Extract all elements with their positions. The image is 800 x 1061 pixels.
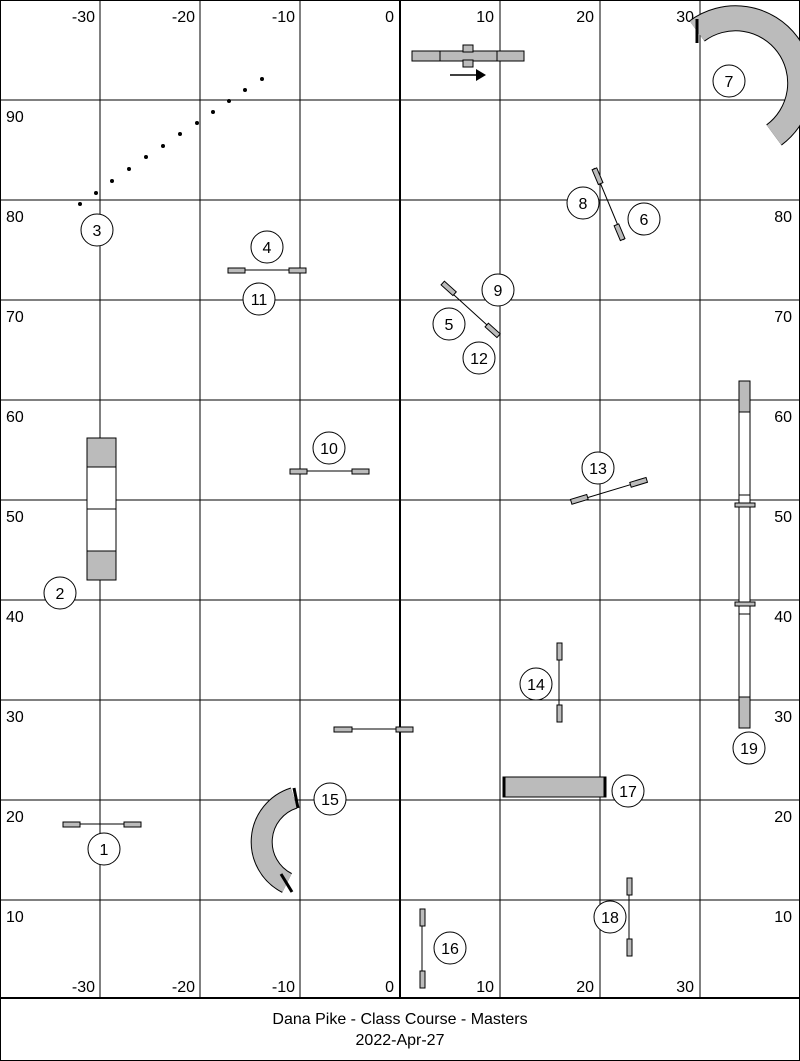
svg-text:13: 13 [589, 461, 607, 478]
y-label: 50 [6, 509, 24, 526]
y-label: 30 [6, 709, 24, 726]
x-label: 30 [676, 9, 694, 26]
number-marker: 11 [242, 282, 276, 316]
svg-text:18: 18 [601, 910, 619, 927]
svg-text:11: 11 [251, 292, 268, 309]
jump-16 [419, 908, 426, 989]
number-marker: 5 [432, 307, 466, 341]
course-footer: Dana Pike - Class Course - Masters 2022-… [0, 998, 800, 1061]
number-marker: 15 [313, 782, 347, 816]
y-label: 70 [774, 309, 792, 326]
svg-text:1: 1 [100, 842, 109, 859]
jump-center [333, 726, 414, 733]
svg-text:17: 17 [619, 784, 637, 801]
y-label: 10 [6, 909, 24, 926]
number-marker: 13 [581, 451, 615, 485]
jump-14 [556, 642, 563, 723]
svg-text:12: 12 [470, 351, 488, 368]
svg-text:4: 4 [263, 240, 272, 257]
svg-text:2: 2 [56, 586, 65, 603]
number-marker: 12 [462, 341, 496, 375]
number-marker: 17 [611, 774, 645, 808]
svg-text:15: 15 [321, 792, 339, 809]
jump-10 [289, 468, 370, 475]
start-jump [411, 44, 525, 68]
y-label: 50 [774, 509, 792, 526]
x-label: 10 [476, 979, 494, 996]
jump-13 [569, 476, 649, 505]
number-marker: 19 [732, 731, 766, 765]
x-axis-top: -30 -20 -10 0 10 20 30 [72, 9, 694, 26]
obstacle-numbers: 1 2 3 4 5 6 7 8 9 10 11 12 13 14 15 16 1… [43, 64, 766, 965]
course-title: Dana Pike - Class Course - Masters [272, 1011, 528, 1028]
y-label: 40 [6, 609, 24, 626]
svg-text:10: 10 [320, 441, 338, 458]
x-label: -30 [72, 9, 95, 26]
svg-text:3: 3 [93, 223, 102, 240]
number-marker: 16 [433, 931, 467, 965]
y-axis-right: 80 70 60 50 40 30 20 10 [774, 209, 792, 926]
number-marker: 10 [312, 431, 346, 465]
y-label: 20 [6, 809, 24, 826]
number-marker: 7 [712, 64, 746, 98]
svg-text:7: 7 [725, 74, 734, 91]
y-label: 10 [774, 909, 792, 926]
a-frame-2 [86, 437, 117, 581]
svg-text:5: 5 [445, 317, 454, 334]
dog-walk-19 [734, 380, 756, 729]
y-axis-left: 90 80 70 60 50 40 30 20 10 [6, 109, 24, 926]
y-label: 90 [6, 109, 24, 126]
number-marker: 8 [566, 186, 600, 220]
y-label: 80 [774, 209, 792, 226]
number-marker: 18 [593, 900, 627, 934]
y-label: 70 [6, 309, 24, 326]
x-label: -20 [172, 9, 195, 26]
jump-5-9-12 [440, 280, 501, 339]
jump-4-11 [227, 267, 307, 274]
x-label: -20 [172, 979, 195, 996]
x-label: 30 [676, 979, 694, 996]
x-label: 20 [576, 979, 594, 996]
x-label: -10 [272, 979, 295, 996]
straight-tunnel-17 [502, 776, 607, 798]
svg-text:16: 16 [441, 941, 459, 958]
y-label: 60 [6, 409, 24, 426]
x-label: 0 [385, 9, 394, 26]
number-marker: 9 [481, 273, 515, 307]
curved-tunnel-7 [689, 5, 800, 146]
number-marker: 3 [80, 213, 114, 247]
direction-arrow-icon [450, 69, 486, 81]
jump-18 [626, 877, 633, 957]
y-label: 30 [774, 709, 792, 726]
weave-poles [78, 77, 264, 206]
curved-tunnel-15 [250, 787, 300, 893]
y-label: 80 [6, 209, 24, 226]
number-marker: 1 [87, 832, 121, 866]
x-label: 10 [476, 9, 494, 26]
number-marker: 6 [627, 202, 661, 236]
svg-text:6: 6 [640, 212, 649, 229]
svg-text:19: 19 [740, 741, 758, 758]
grid-lines [0, 0, 800, 998]
jump-1 [62, 821, 142, 828]
svg-text:8: 8 [579, 196, 588, 213]
course-map: -30 -20 -10 0 10 20 30 -30 -20 -10 0 10 … [0, 0, 800, 998]
x-label: 0 [385, 979, 394, 996]
y-label: 60 [774, 409, 792, 426]
number-marker: 4 [250, 230, 284, 264]
number-marker: 14 [519, 667, 553, 701]
y-label: 40 [774, 609, 792, 626]
svg-text:9: 9 [494, 283, 503, 300]
svg-text:14: 14 [527, 677, 545, 694]
x-axis-bottom: -30 -20 -10 0 10 20 30 [72, 979, 694, 996]
x-label: -30 [72, 979, 95, 996]
course-date: 2022-Apr-27 [355, 1032, 445, 1049]
y-label: 20 [774, 809, 792, 826]
x-label: 20 [576, 9, 594, 26]
x-label: -10 [272, 9, 295, 26]
jump-6-8 [591, 167, 626, 242]
number-marker: 2 [43, 576, 77, 610]
